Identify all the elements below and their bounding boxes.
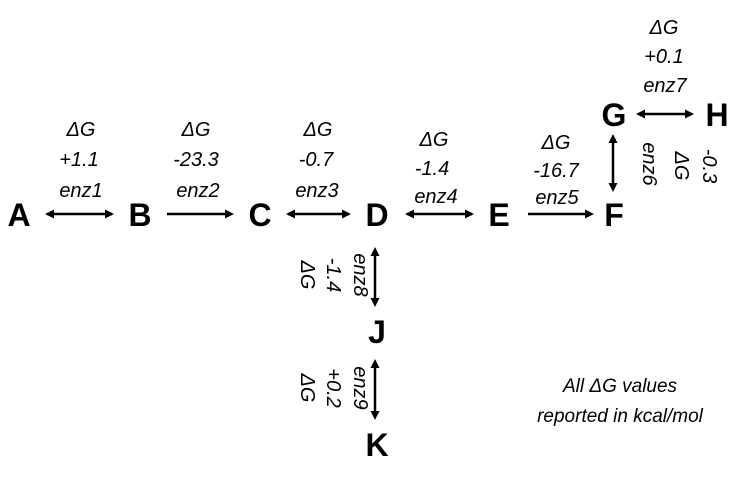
- reaction-6-arrowhead-up: [608, 134, 618, 143]
- reaction-7: ΔG +0.1 enz7: [636, 17, 694, 119]
- node-k: K: [365, 427, 388, 463]
- reaction-7-arrowhead-right: [685, 109, 694, 119]
- reaction-4: ΔG -1.4 enz4: [405, 129, 474, 219]
- units-note-line-1: All ΔG values: [562, 376, 678, 397]
- units-note-line-2: reported in kcal/mol: [537, 406, 704, 427]
- reaction-9-enzyme: enz9: [349, 366, 371, 409]
- node-e: E: [488, 197, 509, 233]
- node-j: J: [368, 314, 386, 350]
- reaction-7-enzyme: enz7: [643, 75, 687, 97]
- node-d: D: [365, 197, 388, 233]
- reaction-9-arrowhead-up: [370, 359, 380, 368]
- reaction-3-enzyme: enz3: [295, 180, 338, 202]
- reaction-3-dg-label: ΔG: [303, 119, 333, 141]
- node-h: H: [705, 97, 728, 133]
- reaction-7-arrowhead-left: [636, 109, 645, 119]
- reaction-4-arrowhead-left: [405, 209, 414, 219]
- reaction-5: ΔG -16.7 enz5: [528, 132, 594, 219]
- reaction-1: ΔG +1.1 enz1: [45, 119, 114, 219]
- reaction-4-enzyme: enz4: [414, 186, 457, 208]
- reaction-2-enzyme: enz2: [176, 180, 219, 202]
- reaction-5-arrowhead-right: [585, 209, 594, 219]
- reaction-3-arrowhead-right: [342, 209, 351, 219]
- reaction-9-dg-value: +0.2: [322, 368, 344, 407]
- reaction-4-arrowhead-right: [465, 209, 474, 219]
- reaction-6-enzyme: enz6: [638, 142, 660, 186]
- reaction-9-dg-label: ΔG: [296, 373, 318, 403]
- reaction-3-dg-value: -0.7: [299, 149, 334, 171]
- reaction-5-dg-label: ΔG: [541, 132, 571, 154]
- reaction-1-arrowhead-right: [105, 209, 114, 219]
- reaction-2-arrowhead-right: [225, 209, 234, 219]
- reaction-7-dg-label: ΔG: [649, 17, 679, 39]
- reaction-6-arrowhead-down: [608, 183, 618, 192]
- reaction-1-dg-label: ΔG: [66, 119, 96, 141]
- reaction-3: ΔG -0.7 enz3: [286, 119, 351, 219]
- reaction-2-dg-label: ΔG: [181, 119, 211, 141]
- reaction-8-enzyme: enz8: [349, 253, 371, 296]
- reaction-8-dg-value: -1.4: [322, 258, 344, 292]
- reaction-8-arrowhead-down: [370, 298, 380, 307]
- reaction-2: ΔG -23.3 enz2: [167, 119, 234, 219]
- reaction-4-dg-value: -1.4: [415, 158, 449, 180]
- reaction-5-dg-value: -16.7: [533, 160, 579, 182]
- reaction-2-dg-value: -23.3: [173, 149, 219, 171]
- reaction-4-dg-label: ΔG: [419, 129, 449, 151]
- reaction-8: ΔG -1.4 enz8: [296, 247, 380, 307]
- node-c: C: [248, 197, 271, 233]
- reaction-8-dg-label: ΔG: [296, 260, 318, 290]
- reaction-1-dg-value: +1.1: [59, 149, 98, 171]
- reaction-9: ΔG +0.2 enz9: [296, 359, 380, 420]
- reaction-5-enzyme: enz5: [535, 187, 579, 209]
- reaction-9-arrowhead-down: [370, 411, 380, 420]
- reaction-1-enzyme: enz1: [59, 180, 102, 202]
- node-f: F: [604, 197, 624, 233]
- reaction-1-arrowhead-left: [45, 209, 54, 219]
- reaction-6: enz6 ΔG -0.3: [608, 134, 720, 192]
- reaction-7-dg-value: +0.1: [644, 46, 683, 68]
- reaction-3-arrowhead-left: [286, 209, 295, 219]
- reaction-6-dg-label: ΔG: [670, 151, 692, 181]
- node-b: B: [128, 197, 151, 233]
- reaction-8-arrowhead-up: [370, 247, 380, 256]
- node-a: A: [7, 197, 30, 233]
- node-g: G: [602, 97, 627, 133]
- reaction-6-dg-value: -0.3: [698, 149, 720, 183]
